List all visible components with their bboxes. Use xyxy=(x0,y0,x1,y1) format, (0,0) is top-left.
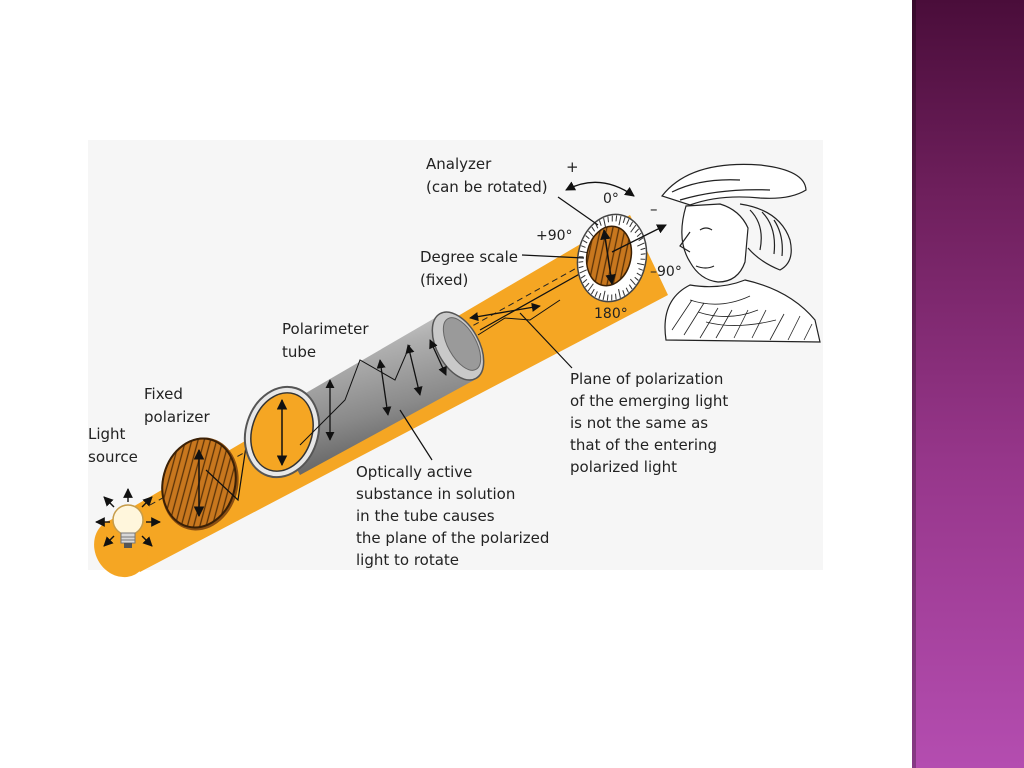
degree-tick xyxy=(638,268,644,271)
degree-tick xyxy=(591,226,596,232)
degree-tick xyxy=(585,235,590,240)
degree-tick xyxy=(640,253,646,255)
degree-tick xyxy=(637,262,645,266)
label-source: source xyxy=(88,448,138,466)
label-deg-0: 0° xyxy=(603,191,619,207)
leader-plane xyxy=(519,312,573,369)
fixed-polarizer xyxy=(161,437,239,531)
degree-tick xyxy=(622,217,626,224)
degree-tick xyxy=(579,269,587,274)
label-optically-active: Optically active substance in solution i… xyxy=(356,463,549,569)
degree-tick xyxy=(579,250,587,254)
optical-line: light to rotate xyxy=(356,551,459,569)
degree-tick xyxy=(618,288,621,298)
degree-tick xyxy=(629,278,636,286)
degree-tick xyxy=(622,290,626,296)
label-deg-180: 180° xyxy=(594,306,628,322)
emerging-wave xyxy=(469,299,561,336)
leader-optical xyxy=(399,409,433,461)
degree-tick xyxy=(615,293,617,300)
leader-analyzer xyxy=(557,196,599,226)
degree-tick xyxy=(598,292,602,299)
label-light: Light xyxy=(88,425,126,443)
analyzer-dial xyxy=(576,213,648,303)
plane-line: polarized light xyxy=(570,458,677,476)
degree-tick xyxy=(578,261,584,263)
optical-line: in the tube causes xyxy=(356,507,495,525)
rotation-arrow xyxy=(565,181,635,197)
degree-tick xyxy=(628,284,633,290)
degree-tick xyxy=(629,221,634,228)
label-degree-scale-note: (fixed) xyxy=(420,271,468,289)
degree-tick xyxy=(606,294,609,301)
degree-tick xyxy=(637,242,645,247)
decorative-side-bar xyxy=(912,0,1024,768)
label-degree-scale: Degree scale xyxy=(420,248,518,266)
optical-line: Optically active xyxy=(356,463,472,481)
label-analyzer-note: (can be rotated) xyxy=(426,178,548,196)
label-analyzer: Analyzer xyxy=(426,155,492,173)
degree-tick xyxy=(578,265,584,269)
degree-tick xyxy=(594,291,598,298)
plane-line: Plane of polarization xyxy=(570,370,723,388)
degree-tick xyxy=(625,287,629,293)
exit-ray xyxy=(611,224,667,253)
optical-line: the plane of the polarized xyxy=(356,529,549,547)
optical-line: substance in solution xyxy=(356,485,515,503)
label-minus: – xyxy=(650,200,658,218)
light-bulb-icon xyxy=(95,488,161,548)
degree-tick xyxy=(603,218,606,228)
degree-tick xyxy=(582,240,588,244)
plane-line: of the emerging light xyxy=(570,392,728,410)
degree-tick xyxy=(580,245,586,248)
degree-tick xyxy=(630,224,637,233)
degree-tick xyxy=(634,228,640,234)
degree-tick xyxy=(587,283,594,292)
plane-line: is not the same as xyxy=(570,414,708,432)
degree-tick xyxy=(590,288,595,295)
degree-tick xyxy=(634,276,639,281)
leader-degree-scale xyxy=(521,254,585,259)
degree-tick xyxy=(584,282,590,288)
degree-tick xyxy=(615,215,618,222)
label-plus: + xyxy=(566,158,579,176)
degree-tick xyxy=(636,232,642,237)
label-tube: tube xyxy=(282,343,316,361)
degree-tick xyxy=(638,237,644,242)
portrait-engraving-icon xyxy=(660,163,821,343)
degree-tick xyxy=(636,272,642,276)
label-plane-of-polarization: Plane of polarization of the emerging li… xyxy=(570,370,728,476)
label-fixed: Fixed xyxy=(144,385,183,403)
degree-tick xyxy=(582,279,588,284)
label-deg-plus90: +90° xyxy=(536,228,573,244)
polarimeter-tube xyxy=(243,311,485,479)
degree-tick xyxy=(607,216,609,223)
degree-tick xyxy=(618,215,622,226)
label-deg-minus90: –90° xyxy=(650,264,682,280)
degree-tick xyxy=(598,220,602,226)
plane-line: that of the entering xyxy=(570,436,717,454)
degree-tick xyxy=(626,218,630,225)
degree-tick xyxy=(602,290,606,301)
degree-tick xyxy=(640,247,646,251)
polarimeter-diagram: Analyzer (can be rotated) + – 0° +90° –9… xyxy=(88,155,821,578)
label-polarimeter: Polarimeter xyxy=(282,320,369,338)
label-polarizer: polarizer xyxy=(144,408,210,426)
degree-tick xyxy=(580,274,586,279)
degree-tick xyxy=(588,230,595,238)
